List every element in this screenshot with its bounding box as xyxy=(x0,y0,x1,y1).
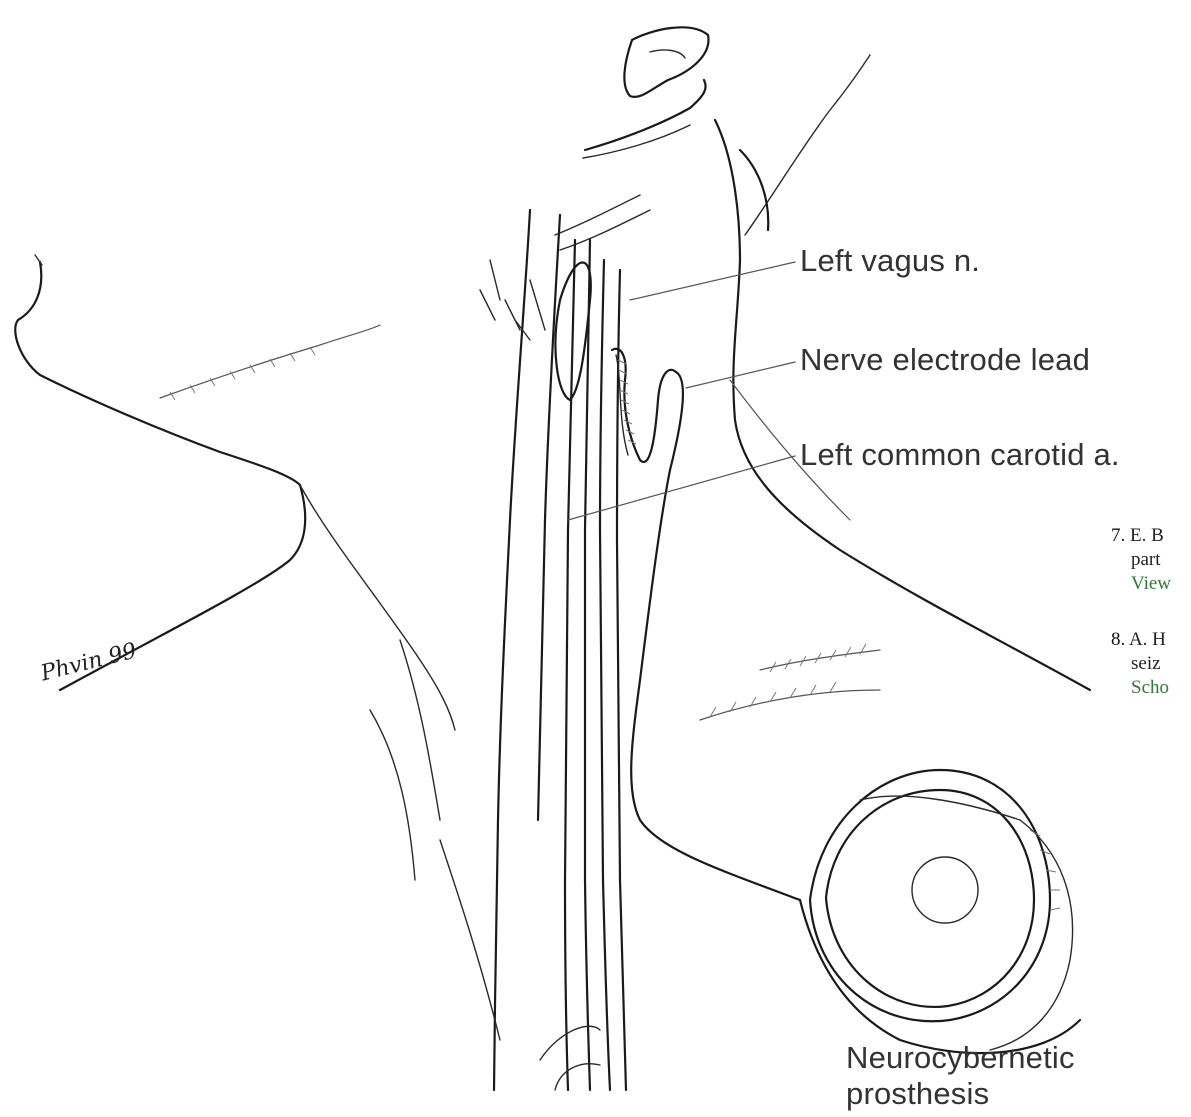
ear-outline xyxy=(583,27,708,158)
reference-text-line1: E. B xyxy=(1130,525,1164,546)
reference-number: 7. xyxy=(1111,525,1125,546)
label-left-common-carotid: Left common carotid a. xyxy=(800,437,1120,473)
prosthesis-device xyxy=(800,770,1080,1053)
reference-text-line1: A. H xyxy=(1129,629,1166,650)
reference-item-8: 8. A. H seiz Scho xyxy=(1111,628,1169,700)
jaw-outline xyxy=(15,255,300,485)
reference-text-line2: part xyxy=(1111,548,1171,572)
reference-item-7: 7. E. B part View xyxy=(1111,524,1171,596)
reference-list-fragment: 7. E. B part View 8. A. H seiz Scho xyxy=(1097,510,1191,705)
neck-vessels xyxy=(480,195,650,1090)
reference-view-link[interactable]: View xyxy=(1111,572,1171,596)
label-prosthesis-line1: Neurocybernetic xyxy=(846,1040,1075,1076)
label-nerve-electrode-lead: Nerve electrode lead xyxy=(800,342,1090,378)
label-prosthesis-line2: prosthesis xyxy=(846,1076,989,1112)
reference-scholar-link[interactable]: Scho xyxy=(1111,676,1169,700)
electrode-lead xyxy=(612,349,800,900)
label-left-vagus: Left vagus n. xyxy=(800,243,980,279)
left-shoulder xyxy=(60,325,455,730)
reference-text-line2: seiz xyxy=(1111,652,1169,676)
reference-number: 8. xyxy=(1111,629,1125,650)
